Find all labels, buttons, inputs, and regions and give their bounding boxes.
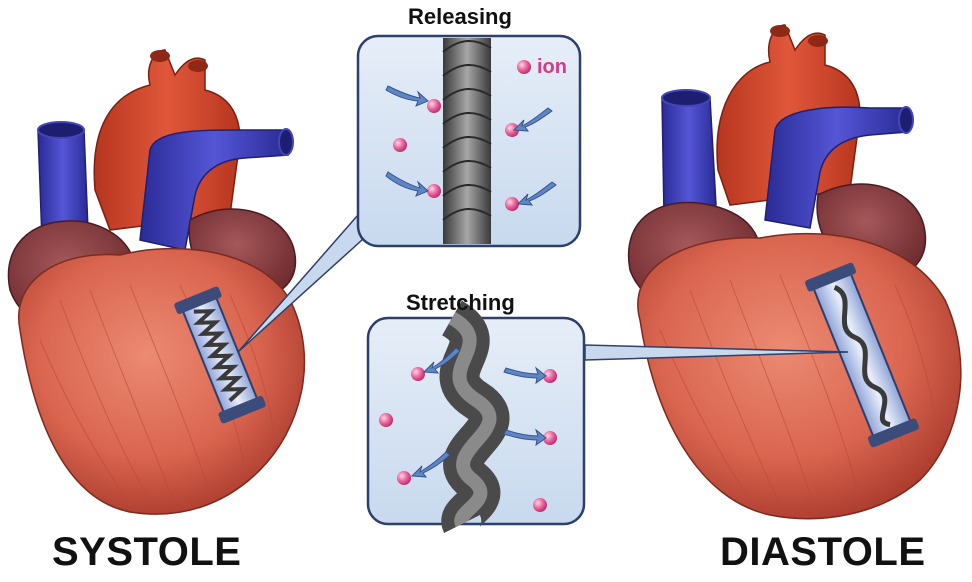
ion-particle	[427, 99, 441, 113]
stretching-label: Stretching	[406, 290, 515, 315]
ventricle-right	[637, 232, 962, 520]
ion-particle	[411, 367, 425, 381]
vena-cava-right	[661, 97, 717, 216]
implant-device-systole	[174, 286, 266, 424]
implant-device-diastole	[805, 262, 919, 448]
ion-legend-label: ion	[537, 56, 567, 78]
heart-diastole	[627, 24, 962, 520]
ion-particle	[517, 60, 531, 74]
arrows-outward	[410, 347, 547, 478]
ion-particle	[505, 123, 519, 137]
diastole-heading: DIASTOLE	[720, 530, 926, 574]
panel-stretching	[366, 300, 586, 533]
ion-particle	[427, 184, 441, 198]
heart-systole	[7, 49, 306, 515]
ventricle-left	[18, 247, 306, 515]
ions-releasing	[393, 60, 531, 211]
ion-particle	[505, 197, 519, 211]
ions-stretching	[379, 367, 557, 512]
ion-particle	[543, 431, 557, 445]
fiber-stretched	[439, 300, 510, 533]
systole-heading: SYSTOLE	[52, 530, 242, 574]
panel-releasing	[356, 34, 582, 248]
ion-particle	[393, 138, 407, 152]
ion-particle	[533, 498, 547, 512]
fiber-coiled	[442, 38, 492, 244]
ion-particle	[543, 369, 557, 383]
releasing-label: Releasing	[408, 4, 512, 29]
ion-particle	[379, 413, 393, 427]
ion-particle	[397, 471, 411, 485]
arrows-inward	[385, 85, 557, 206]
